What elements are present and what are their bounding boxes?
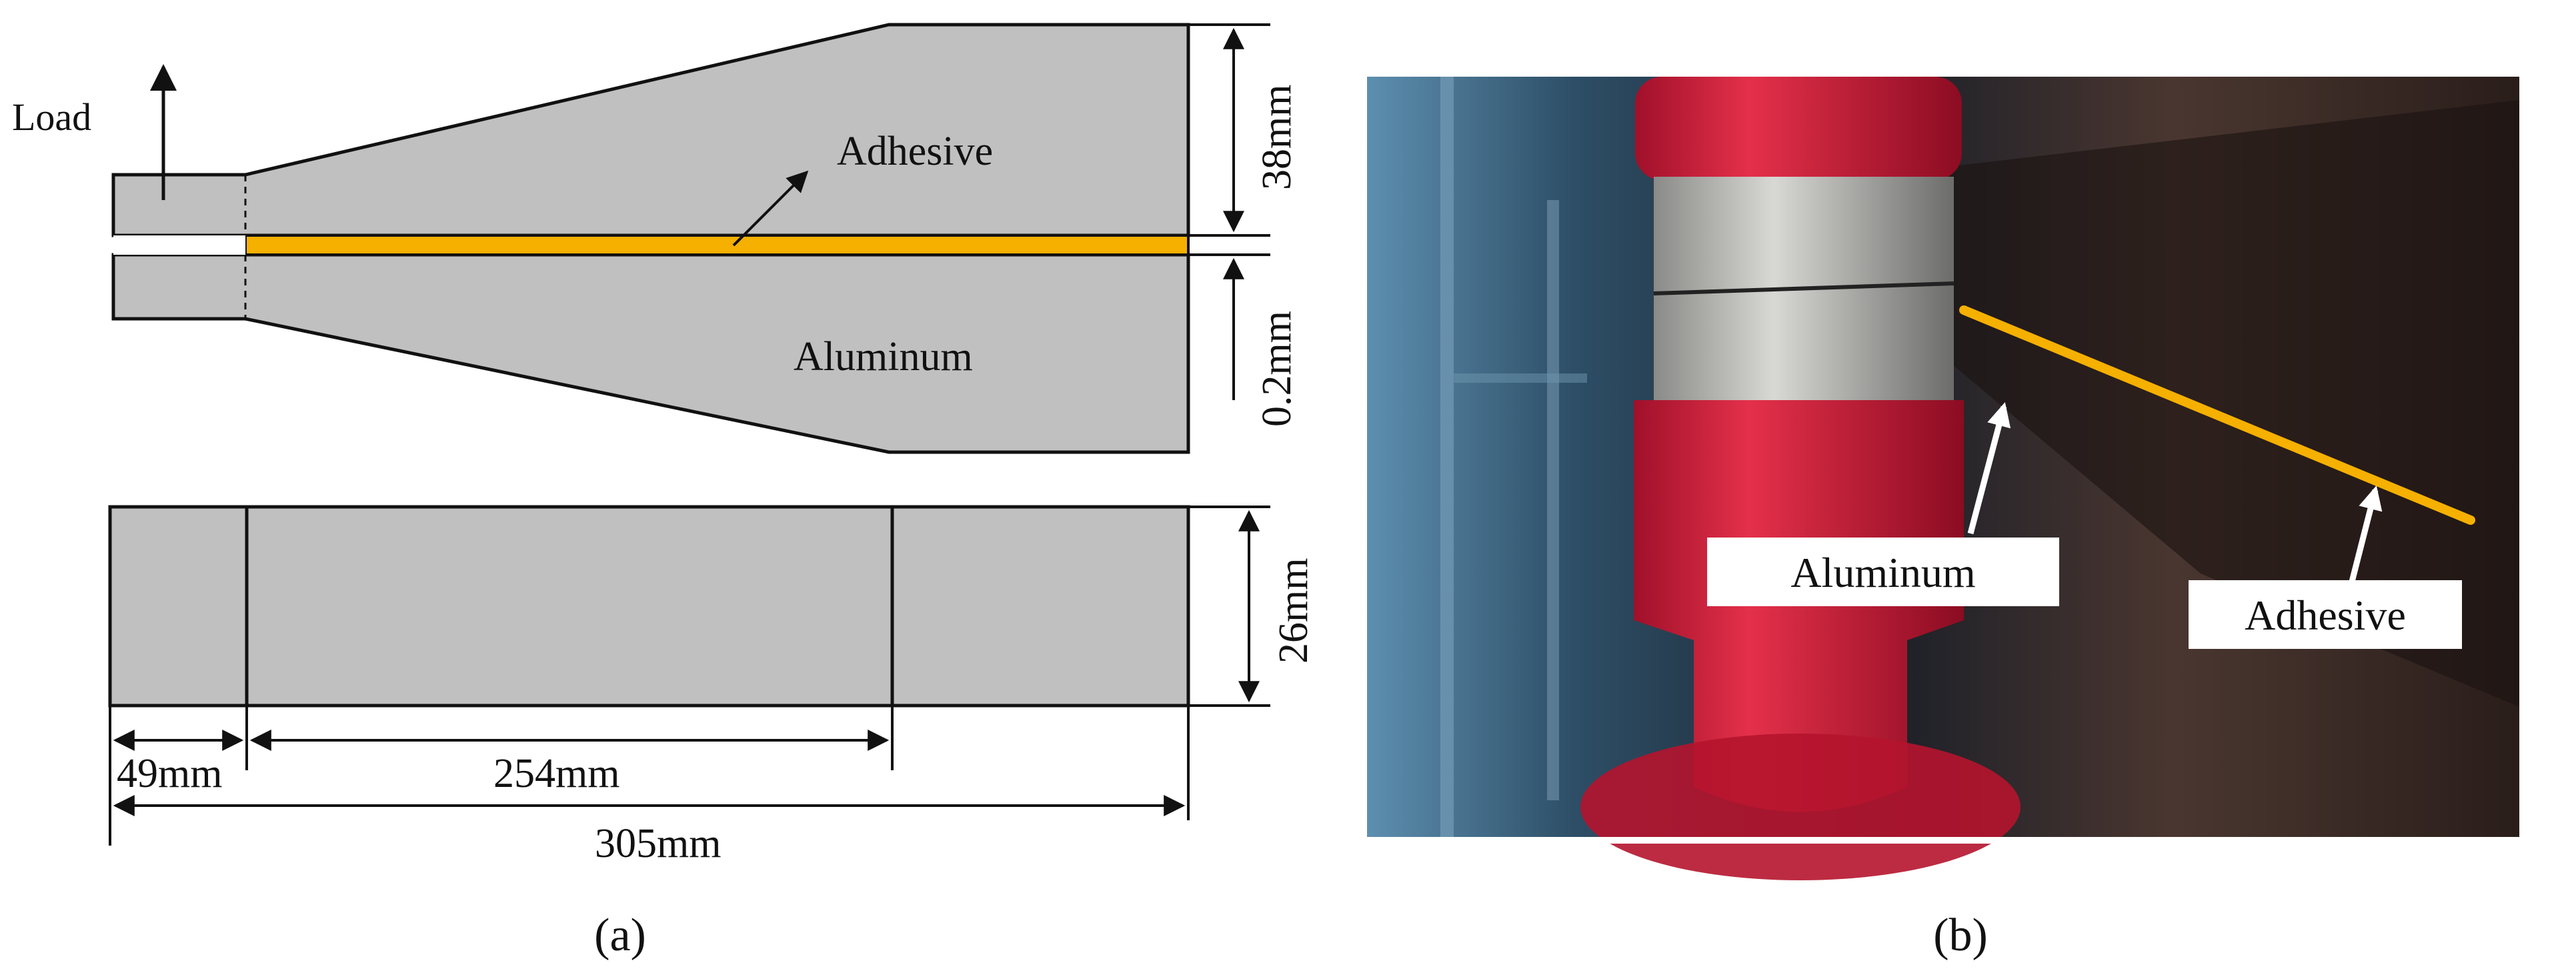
panel-a-diagram: Load Adhesive Aluminum 38mm 0.2mm 26mm 4… xyxy=(12,23,1316,961)
dim-label-26mm: 26mm xyxy=(1271,558,1316,664)
dim-label-254mm: 254mm xyxy=(493,751,619,796)
adhesive-callout-box xyxy=(2189,580,2462,649)
aluminum-callout-box xyxy=(1707,538,2059,606)
dim-label-bondline: 0.2mm xyxy=(1254,311,1300,427)
adhesive-label: Adhesive xyxy=(837,129,993,174)
adhesive-pointer-arrow xyxy=(732,170,809,247)
adhesive-callout-label: Adhesive xyxy=(2245,592,2406,639)
dim-label-49mm: 49mm xyxy=(117,751,222,796)
lower-adherend xyxy=(111,253,1190,454)
panel-b-caption: (b) xyxy=(1933,910,1988,961)
panel-b-photo: Aluminum Adhesive (b) xyxy=(1367,77,2519,961)
upper-adherend xyxy=(111,23,1190,237)
aluminum-callout-arrow xyxy=(1967,402,2011,535)
load-label: Load xyxy=(12,95,91,139)
upper-red-grip xyxy=(1635,77,1962,180)
aluminum-callout-label: Aluminum xyxy=(1790,549,1975,596)
panel-a-caption: (a) xyxy=(594,910,646,961)
aluminum-label: Aluminum xyxy=(794,334,973,379)
top-view-specimen xyxy=(108,505,1190,708)
adhesive-bondline xyxy=(244,234,1190,256)
dim-label-305mm: 305mm xyxy=(595,821,721,866)
adhesive-callout-arrow xyxy=(2347,485,2383,588)
adhesive-highlight-line xyxy=(1959,305,2475,525)
dim-label-38mm: 38mm xyxy=(1254,85,1300,190)
